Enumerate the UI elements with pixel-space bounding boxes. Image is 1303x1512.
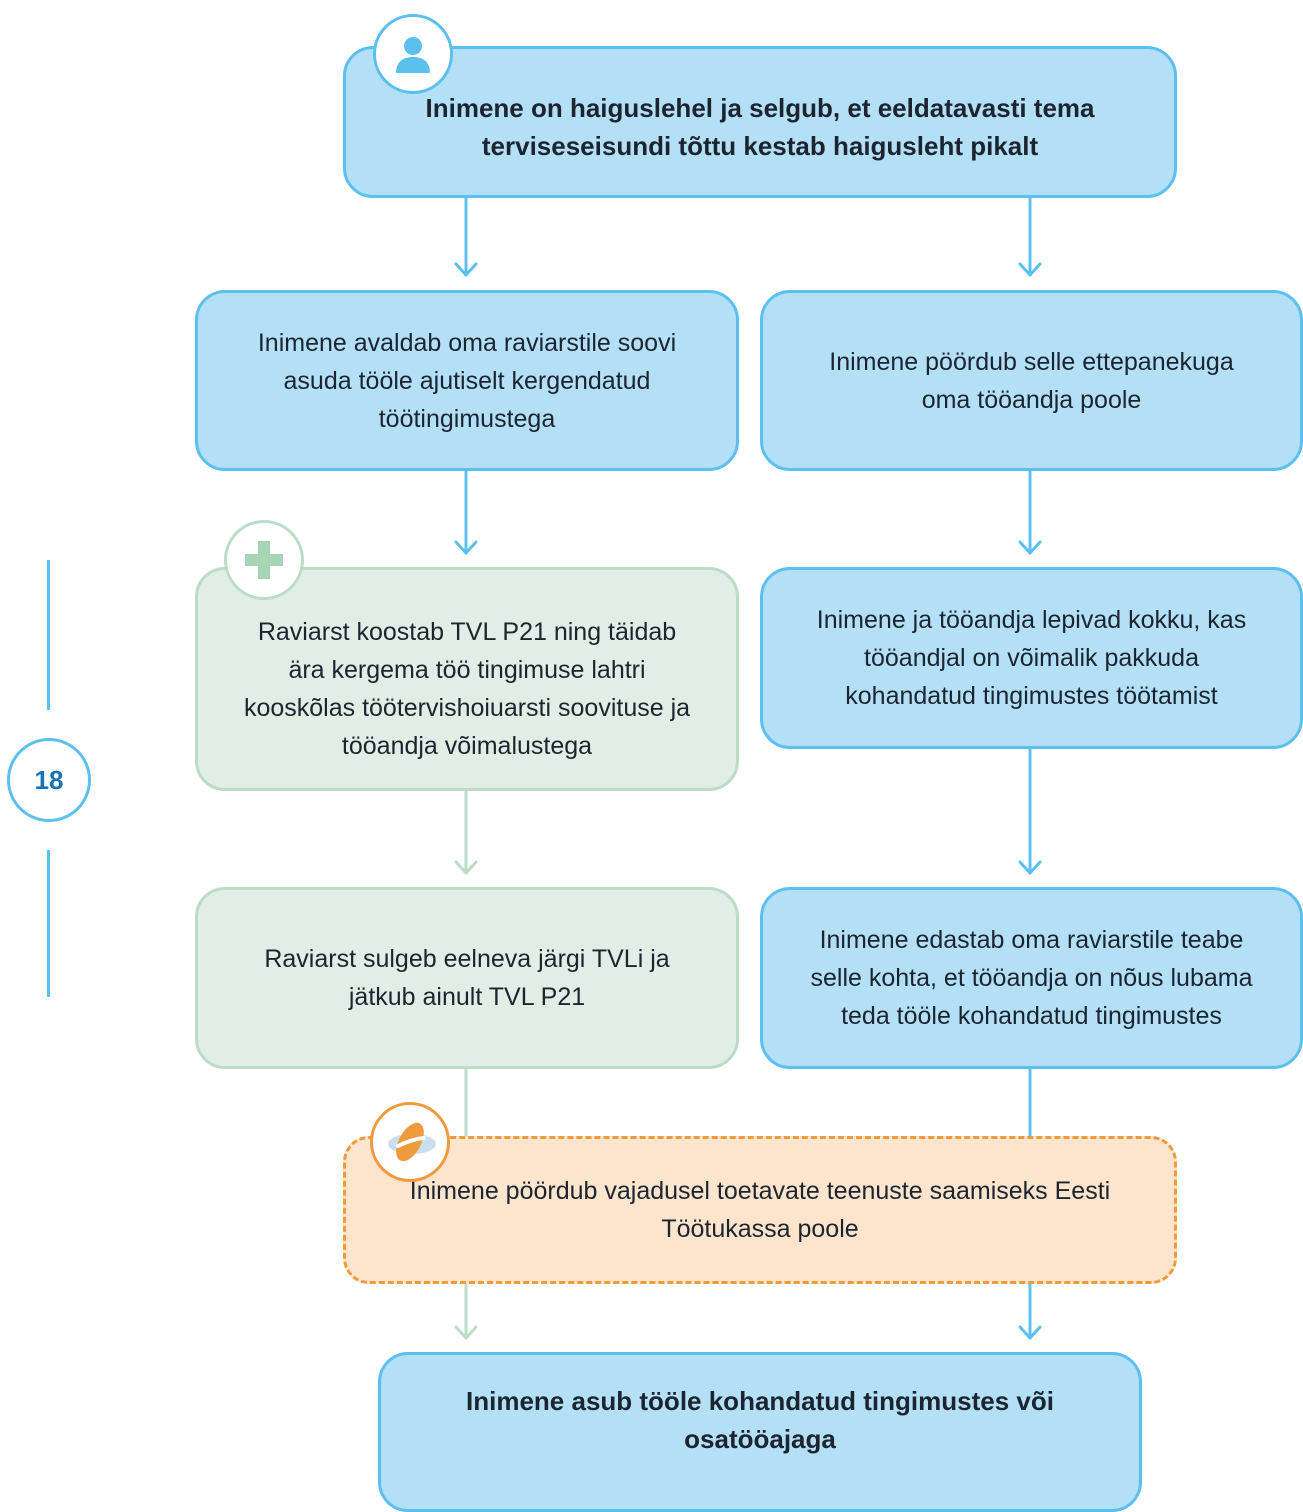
step-right1: Inimene pöördub selle ettepanekuga oma t… — [760, 290, 1303, 471]
step-left1: Inimene avaldab oma raviarstile soovi as… — [195, 290, 739, 471]
step-right1-text: Inimene pöördub selle ettepanekuga oma t… — [829, 347, 1234, 414]
step-start: Inimene on haiguslehel ja selgub, et eel… — [343, 46, 1177, 198]
arrowhead-right1-right2 — [1018, 540, 1042, 555]
arrowhead-left2-left3 — [454, 860, 478, 875]
plus-cross-icon — [224, 520, 304, 600]
tootukassa-logo-icon — [370, 1102, 450, 1182]
step-left3-text: Raviarst sulgeb eelneva järgi TVLi ja jä… — [264, 945, 670, 1011]
step-left2-text: Raviarst koostab TVL P21 ning täidab ära… — [243, 618, 691, 760]
arrowhead-support-end-right — [1018, 1325, 1042, 1340]
arrowhead-start-right1 — [1018, 262, 1042, 277]
step-left2: Raviarst koostab TVL P21 ning täidab ära… — [195, 567, 739, 791]
step-end-text: Inimene asub tööle kohandatud tingimuste… — [466, 1386, 1054, 1454]
step-support: Inimene pöördub vajadusel toetavate teen… — [343, 1136, 1177, 1284]
step-left1-text: Inimene avaldab oma raviarstile soovi as… — [257, 328, 677, 433]
step-right3: Inimene edastab oma raviarstile teabe se… — [760, 887, 1303, 1069]
arrowhead-support-end-left — [454, 1325, 478, 1340]
step-start-text: Inimene on haiguslehel ja selgub, et eel… — [425, 93, 1095, 161]
step-right2-text: Inimene ja tööandja lepivad kokku, kas t… — [816, 606, 1247, 710]
step-right3-text: Inimene edastab oma raviarstile teabe se… — [810, 926, 1253, 1030]
page-rule-bottom — [47, 850, 50, 997]
arrowhead-right2-right3 — [1018, 860, 1042, 875]
arrowhead-start-left1 — [454, 262, 478, 277]
person-icon — [373, 14, 453, 94]
page-rule-top — [47, 560, 50, 710]
step-end: Inimene asub tööle kohandatud tingimuste… — [378, 1352, 1142, 1512]
page-number: 18 — [7, 738, 91, 822]
step-support-text: Inimene pöördub vajadusel toetavate teen… — [409, 1177, 1111, 1243]
step-right2: Inimene ja tööandja lepivad kokku, kas t… — [760, 567, 1303, 749]
arrowhead-left1-left2 — [454, 540, 478, 555]
step-left3: Raviarst sulgeb eelneva järgi TVLi ja jä… — [195, 887, 739, 1069]
